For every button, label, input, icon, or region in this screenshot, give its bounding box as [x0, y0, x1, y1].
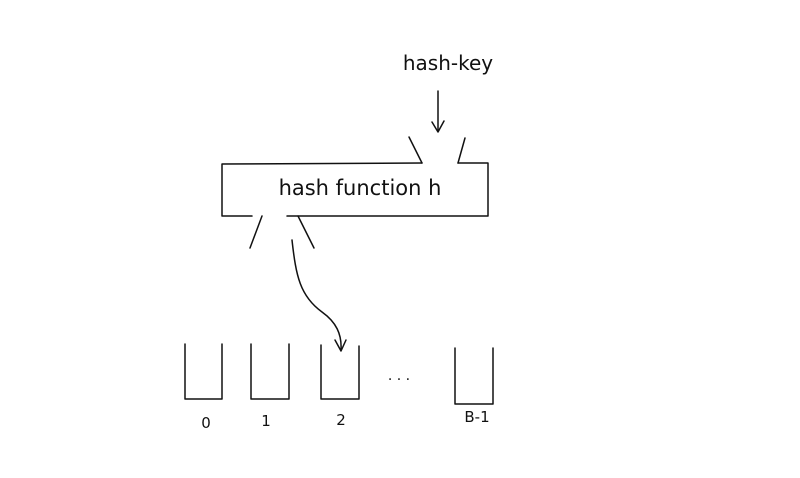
bucket-label: 2 [336, 411, 346, 429]
bucket-last: B-1 [454, 347, 494, 426]
input-arrow [431, 90, 445, 133]
hash-function-box [221, 162, 489, 217]
bucket-0: 0 [184, 343, 223, 432]
bucket-ellipsis: . . . [388, 368, 410, 384]
bucket-label: B-1 [464, 408, 489, 426]
bucket-2: 2 [320, 344, 360, 429]
bucket-1: 1 [250, 343, 290, 430]
hash-key-label: hash-key [403, 51, 493, 75]
bucket-label: 1 [261, 412, 271, 430]
input-funnel [408, 136, 466, 164]
hash-function-label: hash function h [279, 176, 442, 200]
output-arrow [291, 239, 347, 352]
output-spout [249, 215, 315, 249]
bucket-label: 0 [201, 414, 211, 432]
